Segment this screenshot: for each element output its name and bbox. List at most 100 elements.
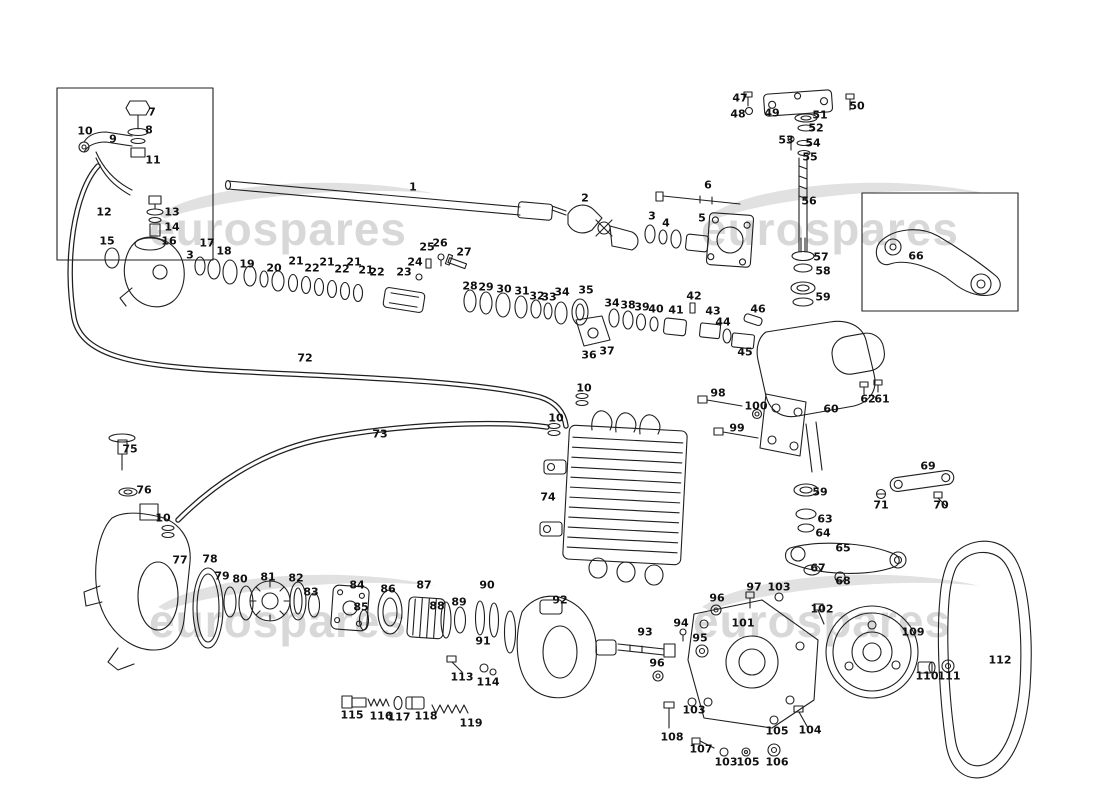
part-number-label: 16: [161, 234, 177, 248]
oil-cooler: [539, 392, 688, 586]
part-number-label: 34: [604, 296, 620, 310]
top-cover-and-input-shaft: [743, 89, 855, 307]
part-number-label: 51: [812, 108, 828, 122]
small-hardware: [341, 655, 809, 757]
part-number-label: 46: [750, 302, 766, 316]
part-number-label: 109: [901, 625, 925, 639]
part-number-label: 17: [199, 236, 215, 250]
part-number-label: 68: [835, 574, 851, 588]
part-number-label: 105: [736, 755, 760, 769]
part-number-label: 55: [802, 150, 818, 164]
part-number-label: 59: [815, 290, 831, 304]
part-number-label: 15: [99, 234, 115, 248]
column-mount-flange: [705, 212, 755, 268]
pump-reservoir: [83, 433, 191, 671]
pump-internals-row: [192, 567, 517, 654]
part-number-label: 41: [668, 303, 684, 317]
part-number-label: 65: [835, 541, 851, 555]
part-number-label: 115: [340, 708, 364, 722]
part-number-label: 103: [682, 703, 706, 717]
part-number-label: 97: [746, 580, 762, 594]
part-number-label: 22: [369, 265, 385, 279]
part-number-label: 23: [396, 265, 412, 279]
part-number-label: 39: [634, 300, 650, 314]
part-number-label: 85: [353, 600, 369, 614]
part-number-label: 118: [414, 709, 438, 723]
part-number-label: 32: [529, 289, 545, 303]
part-number-label: 70: [933, 498, 949, 512]
part-number-label: 47: [732, 91, 748, 105]
part-number-label: 36: [581, 348, 597, 362]
part-number-label: 76: [136, 483, 152, 497]
part-number-label: 93: [637, 625, 653, 639]
part-number-label: 66: [908, 249, 924, 263]
part-number-label: 49: [764, 106, 780, 120]
part-number-label: 2: [581, 191, 589, 205]
part-number-label: 64: [815, 526, 831, 540]
part-number-label: 104: [798, 723, 822, 737]
part-number-label: 21: [288, 254, 304, 268]
steering-gear-housing: [697, 320, 955, 583]
part-number-label: 52: [808, 121, 824, 135]
part-number-label: 14: [164, 220, 180, 234]
part-number-label: 48: [730, 107, 746, 121]
part-number-label: 88: [429, 599, 445, 613]
part-number-label: 96: [709, 591, 725, 605]
part-number-label: 10: [155, 511, 171, 525]
part-number-label: 3: [186, 248, 194, 262]
part-number-label: 60: [823, 402, 839, 416]
part-number-label: 96: [649, 656, 665, 670]
part-number-label: 80: [232, 572, 248, 586]
part-number-label: 27: [456, 245, 472, 259]
part-number-label: 77: [172, 553, 188, 567]
part-number-label: 81: [260, 570, 276, 584]
part-number-label: 42: [686, 289, 702, 303]
part-number-label: 4: [662, 216, 670, 230]
steering-column-shaft: [224, 179, 567, 221]
part-number-label: 56: [801, 194, 817, 208]
part-number-label: 91: [475, 634, 491, 648]
part-number-label: 50: [849, 99, 865, 113]
part-number-label: 57: [813, 250, 829, 264]
part-number-label: 54: [805, 136, 821, 150]
part-number-label: 99: [729, 421, 745, 435]
part-number-label: 102: [810, 602, 834, 616]
hydraulic-hoses: [67, 163, 569, 523]
part-number-label: 44: [715, 315, 731, 329]
part-number-label: 119: [459, 716, 483, 730]
part-number-label: 21: [346, 255, 362, 269]
part-number-label: 26: [432, 236, 448, 250]
part-number-label: 10: [77, 124, 93, 138]
part-number-label: 25: [419, 240, 435, 254]
part-number-label: 67: [810, 561, 826, 575]
part-number-label: 22: [304, 261, 320, 275]
drive-pulley: [825, 605, 955, 699]
part-number-label: 108: [660, 730, 684, 744]
part-number-label: 8: [145, 123, 153, 137]
drive-belt: [937, 540, 1032, 779]
part-number-label: 83: [303, 585, 319, 599]
pump-mounting-bracket: [687, 591, 825, 729]
universal-joint: [567, 191, 741, 253]
part-number-label: 19: [239, 257, 255, 271]
part-number-label: 21: [319, 255, 335, 269]
part-number-label: 11: [145, 153, 161, 167]
part-number-label: 6: [704, 178, 712, 192]
part-number-label: 63: [817, 512, 833, 526]
part-number-label: 10: [548, 411, 564, 425]
part-number-label: 73: [372, 427, 388, 441]
part-number-label: 5: [698, 211, 706, 225]
part-number-label: 53: [778, 133, 794, 147]
part-number-label: 10: [576, 381, 592, 395]
part-number-label: 12: [96, 205, 112, 219]
part-number-label: 103: [714, 755, 738, 769]
part-number-label: 20: [266, 261, 282, 275]
part-number-label: 9: [109, 132, 117, 146]
part-number-label: 58: [815, 264, 831, 278]
part-number-label: 72: [297, 351, 313, 365]
part-number-label: 95: [692, 631, 708, 645]
part-number-label: 24: [407, 255, 423, 269]
